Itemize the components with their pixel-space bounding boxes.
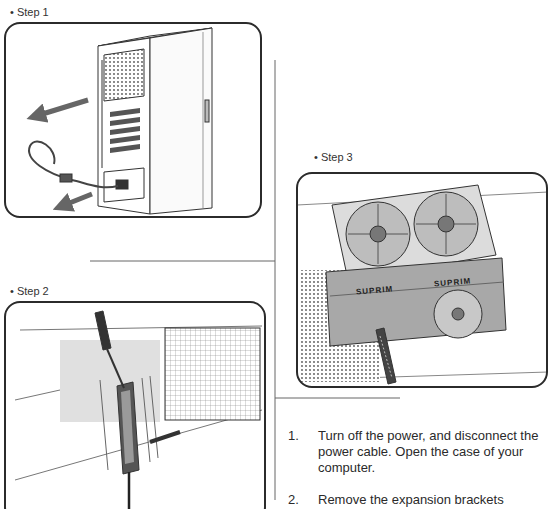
step-heading: • Step 1 <box>10 6 49 18</box>
pc-tower-drawing-part <box>104 49 144 101</box>
pc-tower-drawing-part <box>60 174 72 182</box>
step-number: 1. <box>288 428 314 444</box>
pc-tower-drawing-part <box>36 100 88 116</box>
bracket-removal-drawing <box>15 311 262 509</box>
pc-tower-drawing <box>29 28 212 214</box>
pc-tower-drawing-part-part <box>110 108 140 117</box>
graphics-card-drawing-part <box>346 202 410 266</box>
graphics-card-drawing-part <box>330 282 504 296</box>
pc-tower-drawing-part <box>62 194 92 206</box>
graphics-card-drawing-part <box>326 258 506 346</box>
pc-tower-drawing-part <box>150 28 212 214</box>
pc-tower-drawing-part <box>110 108 140 153</box>
step-panel: • Step 1 <box>4 4 262 218</box>
graphics-card-drawing-part <box>348 204 408 264</box>
bracket-removal-drawing-part <box>95 311 111 350</box>
panel-frame <box>4 301 266 509</box>
bracket-removal-drawing-part-part <box>100 380 108 470</box>
bracket-removal-drawing-part <box>128 472 131 509</box>
graphics-card-drawing-part <box>434 290 482 338</box>
graphics-card-drawing-part <box>416 194 476 254</box>
step-panel: • Step 2 <box>4 283 266 509</box>
pc-tower-drawing-part-part <box>110 144 140 153</box>
pc-tower-drawing-part <box>29 141 118 187</box>
step-instruction: Turn off the power, and disconnect the p… <box>318 428 546 476</box>
graphics-card-drawing <box>297 185 547 384</box>
bracket-removal-drawing-part <box>150 432 180 442</box>
panel-frame <box>296 172 548 388</box>
graphics-card-drawing-part <box>380 336 392 378</box>
graphics-card-drawing-part <box>452 308 464 320</box>
graphics-card-drawing-part <box>438 216 454 232</box>
pc-tower-drawing-part <box>102 60 103 168</box>
separator-lines-part <box>275 398 400 399</box>
separator-lines-part <box>90 261 275 262</box>
step-instruction: Remove the expansion brackets <box>318 492 546 508</box>
step-heading: • Step 2 <box>10 285 49 297</box>
bracket-removal-drawing-part <box>107 349 124 388</box>
bracket-removal-drawing-part <box>165 328 260 420</box>
pc-tower-drawing-part <box>203 32 204 208</box>
pc-tower-drawing-part <box>116 180 128 189</box>
step-number: 2. <box>288 492 314 508</box>
graphics-card-drawing-part <box>414 192 478 256</box>
bracket-removal-drawing-part-part <box>142 378 150 462</box>
bracket-removal-drawing-part <box>117 382 139 474</box>
bracket-removal-drawing-part <box>15 390 60 400</box>
pc-tower-drawing-part <box>104 168 144 202</box>
graphics-card-drawing-part <box>370 226 386 242</box>
step-heading: • Step 3 <box>314 151 353 163</box>
panel-frame <box>4 22 262 218</box>
pc-tower-drawing-part <box>205 100 209 122</box>
pc-tower-drawing-part-part <box>110 117 140 126</box>
pc-tower-drawing-part-part <box>110 126 140 135</box>
pc-tower-drawing-part-part <box>110 135 140 144</box>
step-panel: • Step 3 <box>296 149 548 388</box>
graphics-card-drawing-part <box>376 328 396 384</box>
separator-lines-part <box>275 60 276 500</box>
bracket-removal-drawing-part <box>121 390 134 464</box>
bracket-removal-drawing-part-part <box>150 376 158 458</box>
